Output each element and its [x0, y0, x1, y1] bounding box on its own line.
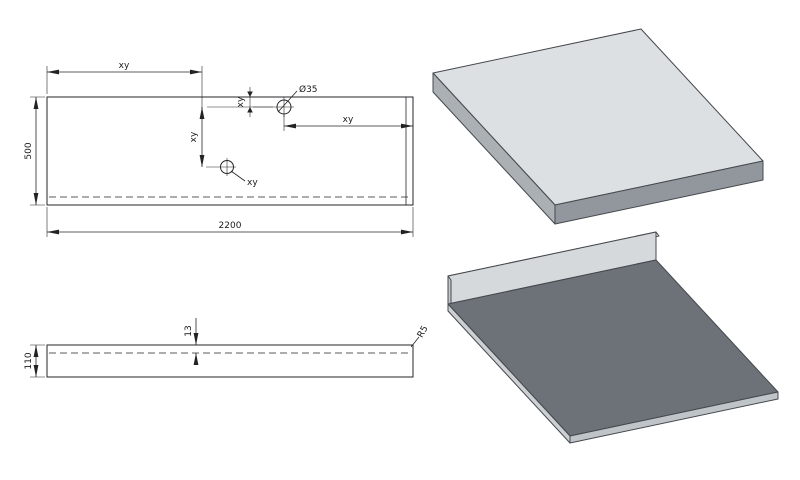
dim-top-extension-lines	[46, 66, 203, 112]
hole-leader-line	[230, 170, 246, 182]
hole-diameter-label: Ø35	[299, 84, 318, 95]
dim-top-label: xy	[119, 61, 130, 71]
hole-small-centermark	[218, 158, 236, 176]
dim-right-label: xy	[343, 115, 354, 125]
dim-2200-label: 2200	[219, 221, 242, 231]
hole-large-centermark	[274, 97, 294, 117]
front-view: 13 110 R5	[24, 318, 431, 378]
bend-radius-leader	[410, 336, 420, 348]
front-view-outline	[46, 344, 414, 378]
dim-holes-vertical-extensions	[206, 106, 273, 168]
dim-holes-vertical-label: xy	[189, 131, 199, 142]
dim-hole-offset-lines	[249, 87, 274, 117]
dim-110-label: 110	[24, 352, 34, 369]
iso-view-bent-sheet	[447, 231, 779, 444]
dim-hole-offset-arrow-top	[247, 91, 253, 97]
dim-hole-offset-arrow-bottom	[247, 107, 253, 113]
bend-radius-label: R5	[416, 324, 431, 339]
dim-hole-offset-label: xy	[236, 96, 246, 107]
hole-diameter-leader	[277, 90, 298, 113]
top-view-outline	[46, 96, 414, 206]
top-view: xy xy xy xy Ø35 xy 500	[24, 61, 414, 237]
dim-13-label: 13	[184, 325, 194, 336]
iso-plate-front-face	[554, 160, 764, 225]
iso-view-plate	[432, 28, 764, 225]
iso-sheet-edge-front	[569, 391, 779, 444]
dim-500-label: 500	[24, 142, 34, 159]
hole-leader-label: xy	[247, 178, 258, 188]
